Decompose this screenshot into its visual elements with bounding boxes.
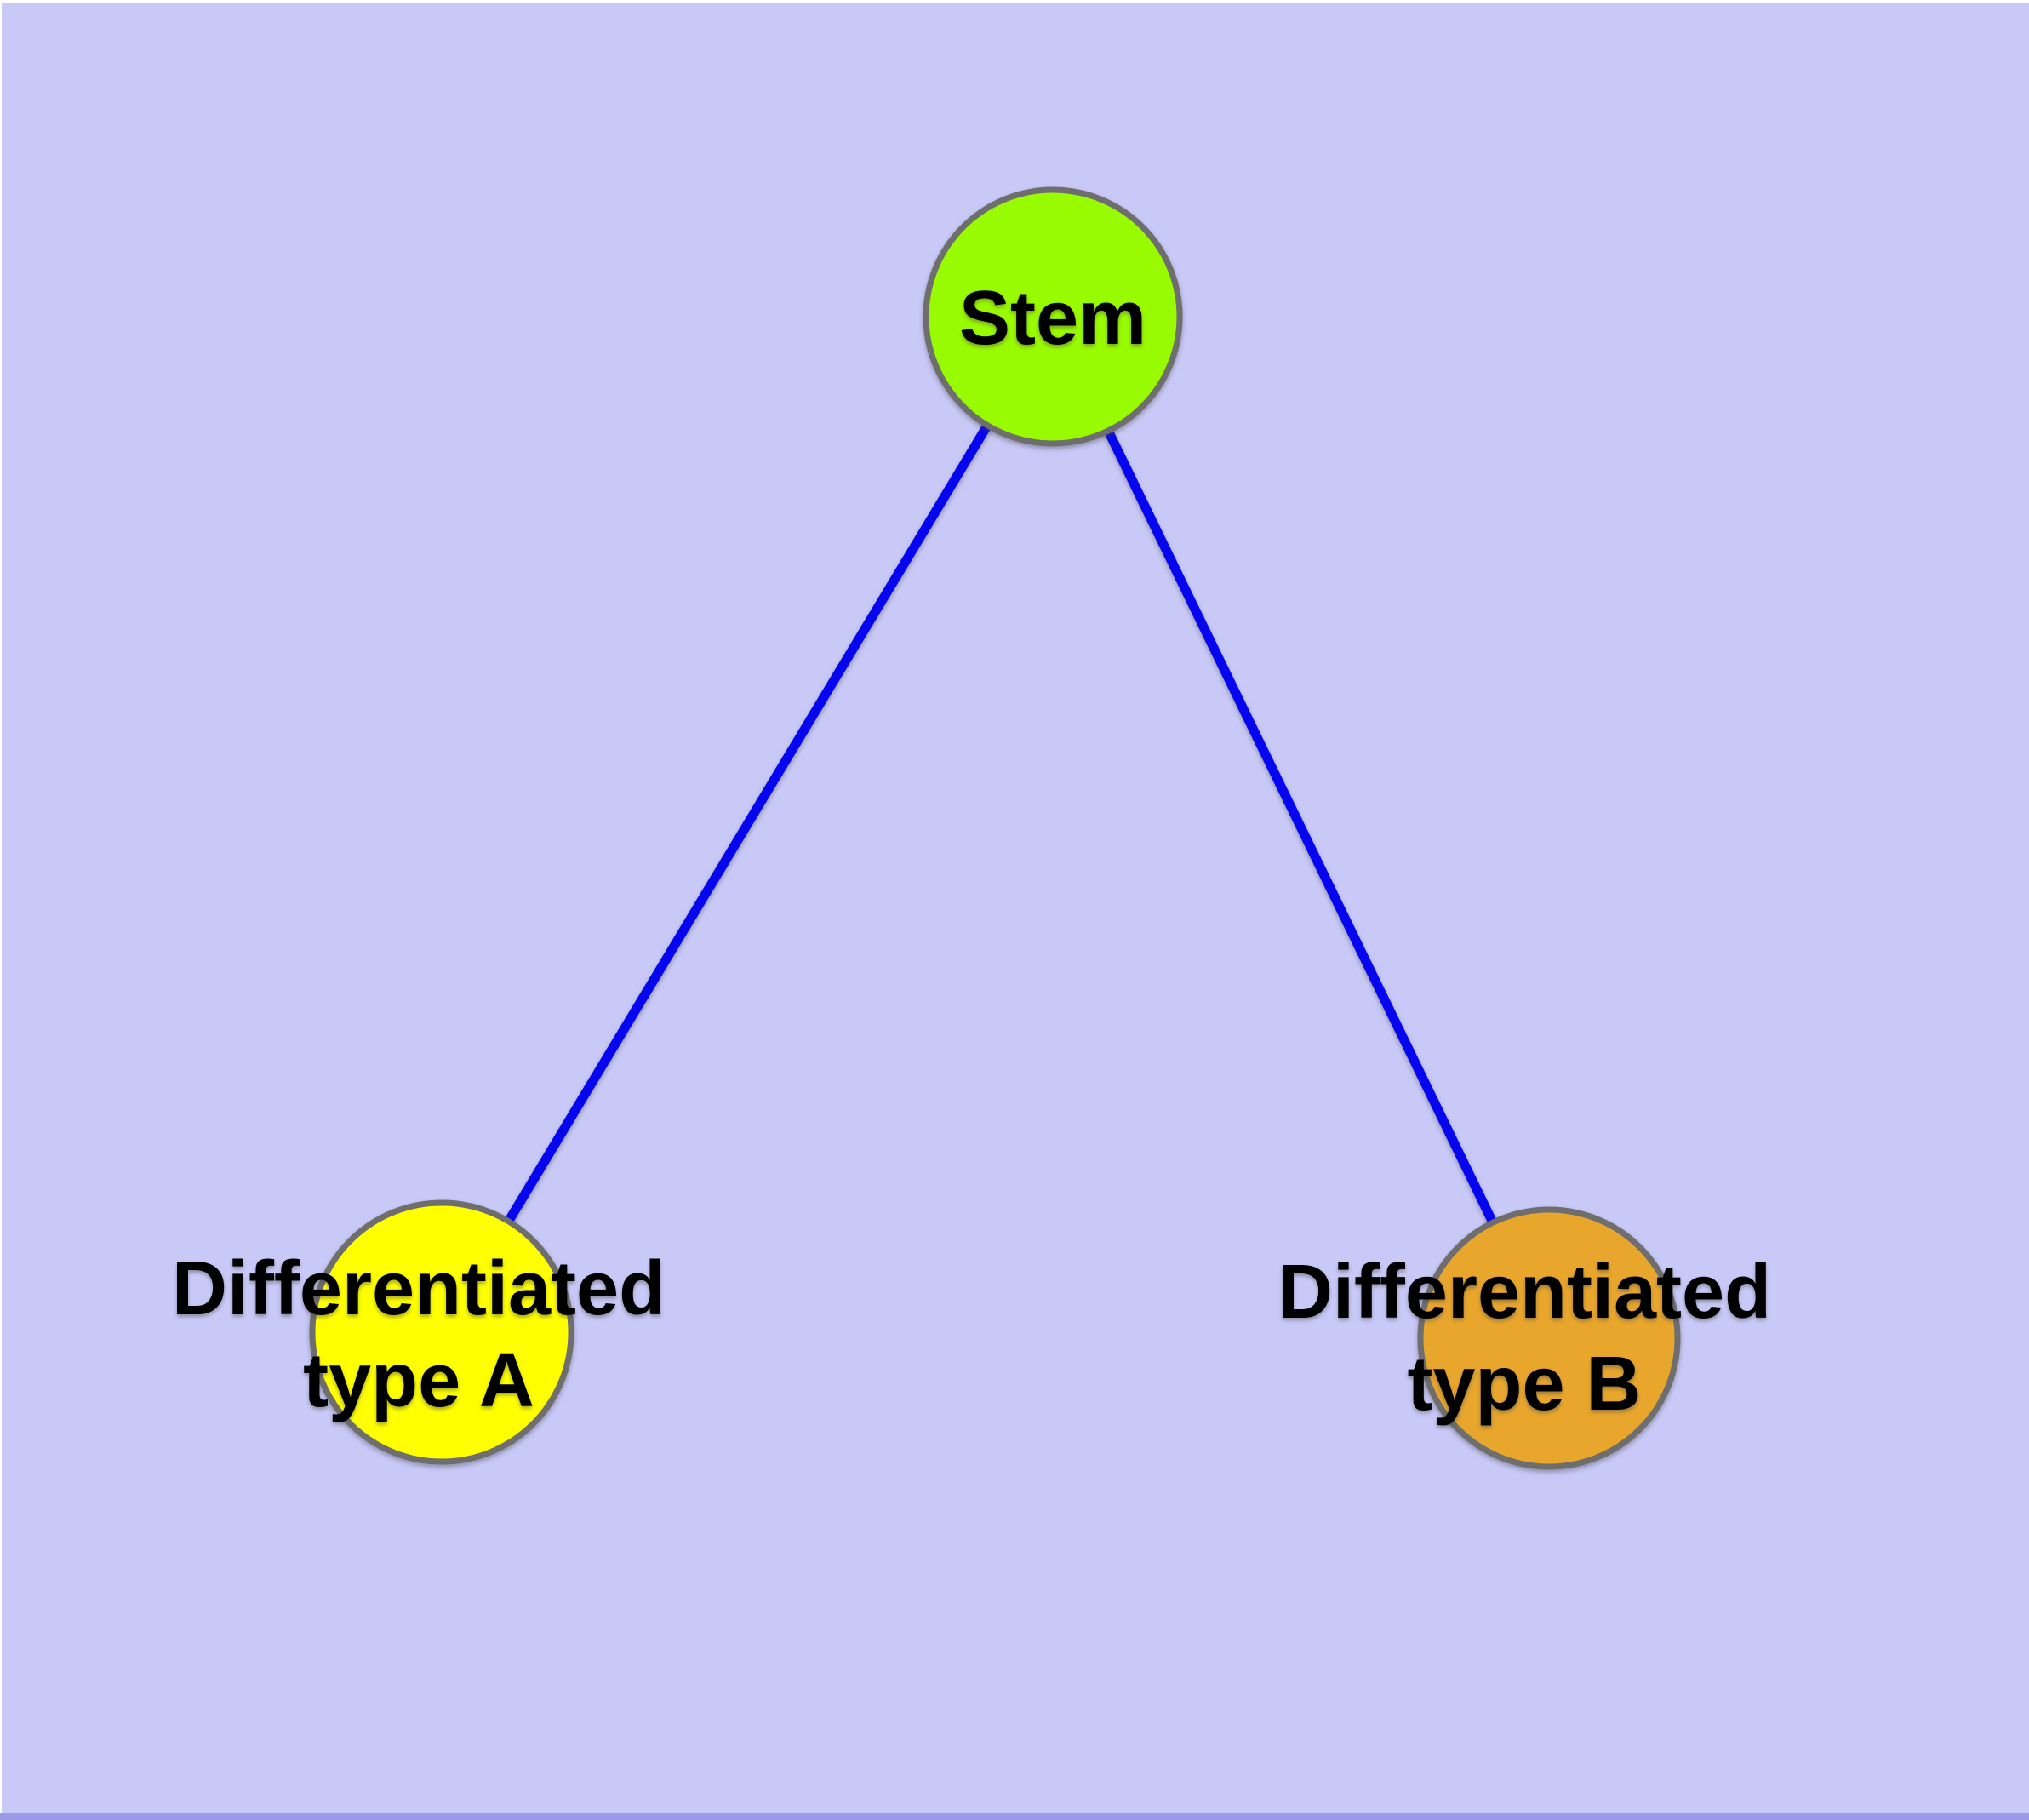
edges-layer (437, 314, 1553, 1341)
node-circle-stem (923, 186, 1183, 447)
node-label-line: Stem (958, 276, 1147, 361)
node-circle-differentiated-type-a (309, 1199, 574, 1465)
node-label-stem: Stem (959, 272, 1146, 364)
node-label-differentiated-type-a: Differentiated type A (172, 1243, 666, 1427)
node-label-line: type B (1407, 1342, 1642, 1427)
edge-stem-to-differentiated-type-b (1049, 314, 1553, 1341)
node-label-line: Differentiated (171, 1246, 666, 1331)
node-circle-differentiated-type-b (1417, 1206, 1681, 1470)
edge-stem-to-differentiated-type-a (437, 314, 1057, 1335)
node-label-differentiated-type-b: Differentiated type B (1277, 1246, 1771, 1430)
node-label-line: type A (303, 1338, 534, 1423)
bottom-window-edge (0, 1813, 2029, 1820)
node-label-line: Differentiated (1277, 1250, 1772, 1335)
nodes-layer (309, 186, 1681, 1470)
